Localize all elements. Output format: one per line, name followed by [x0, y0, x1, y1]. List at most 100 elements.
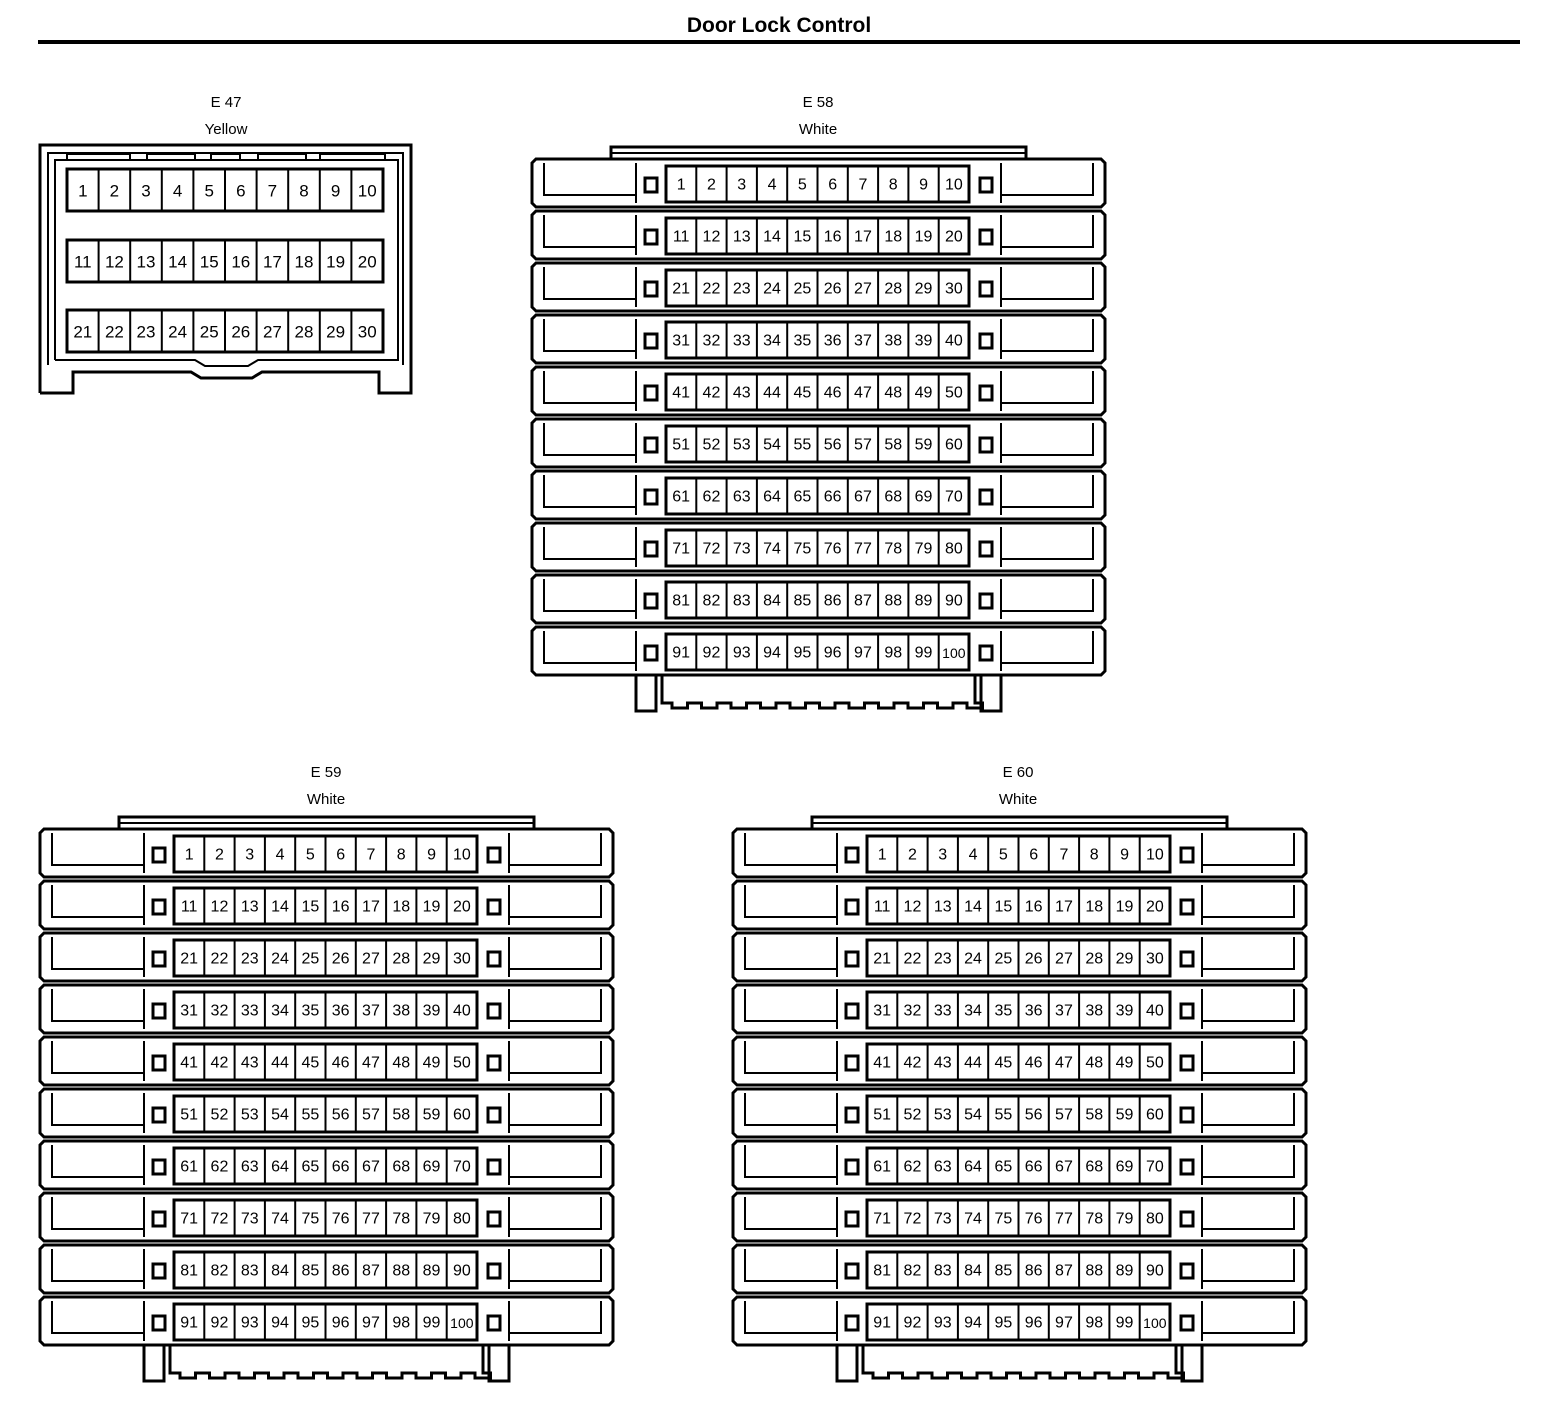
- connector-e60-label: E 60 White: [918, 759, 1118, 813]
- row-latch-left: [543, 579, 636, 612]
- pin-55: 55: [301, 1107, 319, 1124]
- pin-96: 96: [824, 645, 842, 662]
- row-key-left: [643, 332, 659, 350]
- pin-25: 25: [301, 951, 319, 968]
- connector-e47-color: Yellow: [204, 121, 248, 138]
- pin-53: 53: [241, 1107, 259, 1124]
- pin-7: 7: [858, 177, 867, 194]
- row-latch-right: [1202, 1301, 1295, 1334]
- pin-16: 16: [1025, 899, 1043, 916]
- row-key-right: [1179, 1262, 1195, 1280]
- pin-94: 94: [763, 645, 781, 662]
- row-key-right: [486, 846, 502, 864]
- pin-56: 56: [332, 1107, 350, 1124]
- pin-54: 54: [763, 437, 781, 454]
- pin-18: 18: [1085, 899, 1103, 916]
- pin-31: 31: [180, 1003, 198, 1020]
- row-key-left: [643, 228, 659, 246]
- pin-99: 99: [1116, 1315, 1134, 1332]
- pin-7: 7: [366, 847, 375, 864]
- pin-79: 79: [423, 1211, 441, 1228]
- bottom-foot-right: [979, 673, 1003, 713]
- row-latch-right: [1001, 319, 1094, 352]
- row-latch-right: [1001, 215, 1094, 248]
- row-key-left: [151, 898, 167, 916]
- bottom-foot-left: [835, 1343, 859, 1383]
- pin-48: 48: [884, 385, 902, 402]
- row-latch-right: [509, 1197, 602, 1230]
- pin-87: 87: [362, 1263, 380, 1280]
- pin-26: 26: [1025, 951, 1043, 968]
- row-key-left: [844, 1210, 860, 1228]
- pin-63: 63: [934, 1159, 952, 1176]
- pin-92: 92: [904, 1315, 922, 1332]
- row-latch-left: [51, 885, 144, 918]
- pin-68: 68: [1085, 1159, 1103, 1176]
- row-key-right: [1179, 846, 1195, 864]
- pin-65: 65: [994, 1159, 1012, 1176]
- pin-100: 100: [450, 1315, 474, 1331]
- row-latch-left: [543, 371, 636, 404]
- pin-9: 9: [1120, 847, 1129, 864]
- row-latch-right: [1202, 833, 1295, 866]
- pin-19: 19: [326, 253, 345, 272]
- pin-45: 45: [994, 1055, 1012, 1072]
- row-latch-left: [543, 215, 636, 248]
- row-key-left: [151, 1210, 167, 1228]
- pin-40: 40: [1146, 1003, 1164, 1020]
- connector-e47-label: E 47 Yellow: [126, 89, 326, 143]
- row-key-left: [151, 1106, 167, 1124]
- pin-51: 51: [180, 1107, 198, 1124]
- pin-9: 9: [427, 847, 436, 864]
- pin-23: 23: [733, 281, 751, 298]
- pin-67: 67: [854, 489, 872, 506]
- pin-83: 83: [241, 1263, 259, 1280]
- connector-e59-color: White: [306, 791, 346, 808]
- connector-e58-name: E 58: [802, 94, 834, 111]
- row-latch-left: [51, 1041, 144, 1074]
- pin-57: 57: [1055, 1107, 1073, 1124]
- pin-2: 2: [707, 177, 716, 194]
- pin-22: 22: [211, 951, 229, 968]
- pin-53: 53: [934, 1107, 952, 1124]
- row-key-right: [486, 1210, 502, 1228]
- row-key-left: [643, 488, 659, 506]
- row-key-right: [486, 1262, 502, 1280]
- pin-73: 73: [733, 541, 751, 558]
- pin-24: 24: [763, 281, 781, 298]
- pin-41: 41: [873, 1055, 891, 1072]
- row-latch-right: [1001, 423, 1094, 456]
- pin-37: 37: [362, 1003, 380, 1020]
- pin-21: 21: [873, 951, 891, 968]
- pin-50: 50: [1146, 1055, 1164, 1072]
- row-latch-right: [1001, 527, 1094, 560]
- row-latch-left: [543, 163, 636, 196]
- pin-24: 24: [168, 323, 187, 342]
- pin-41: 41: [672, 385, 690, 402]
- row-latch-right: [1202, 937, 1295, 970]
- pin-25: 25: [994, 951, 1012, 968]
- row-key-right: [1179, 1158, 1195, 1176]
- bottom-guide: [660, 675, 984, 710]
- pin-23: 23: [241, 951, 259, 968]
- row-latch-right: [1001, 579, 1094, 612]
- row-latch-left: [744, 937, 837, 970]
- pin-8: 8: [889, 177, 898, 194]
- bottom-foot-right: [1180, 1343, 1204, 1383]
- pin-16: 16: [824, 229, 842, 246]
- pin-94: 94: [271, 1315, 289, 1332]
- pin-10: 10: [945, 177, 963, 194]
- pin-73: 73: [241, 1211, 259, 1228]
- pin-97: 97: [362, 1315, 380, 1332]
- bottom-guide: [861, 1345, 1185, 1380]
- row-latch-right: [509, 937, 602, 970]
- pin-93: 93: [934, 1315, 952, 1332]
- pin-85: 85: [301, 1263, 319, 1280]
- pin-9: 9: [331, 182, 340, 201]
- row-key-right: [1179, 1210, 1195, 1228]
- pin-27: 27: [854, 281, 872, 298]
- bottom-foot-right: [487, 1343, 511, 1383]
- pin-77: 77: [1055, 1211, 1073, 1228]
- row-latch-left: [51, 1249, 144, 1282]
